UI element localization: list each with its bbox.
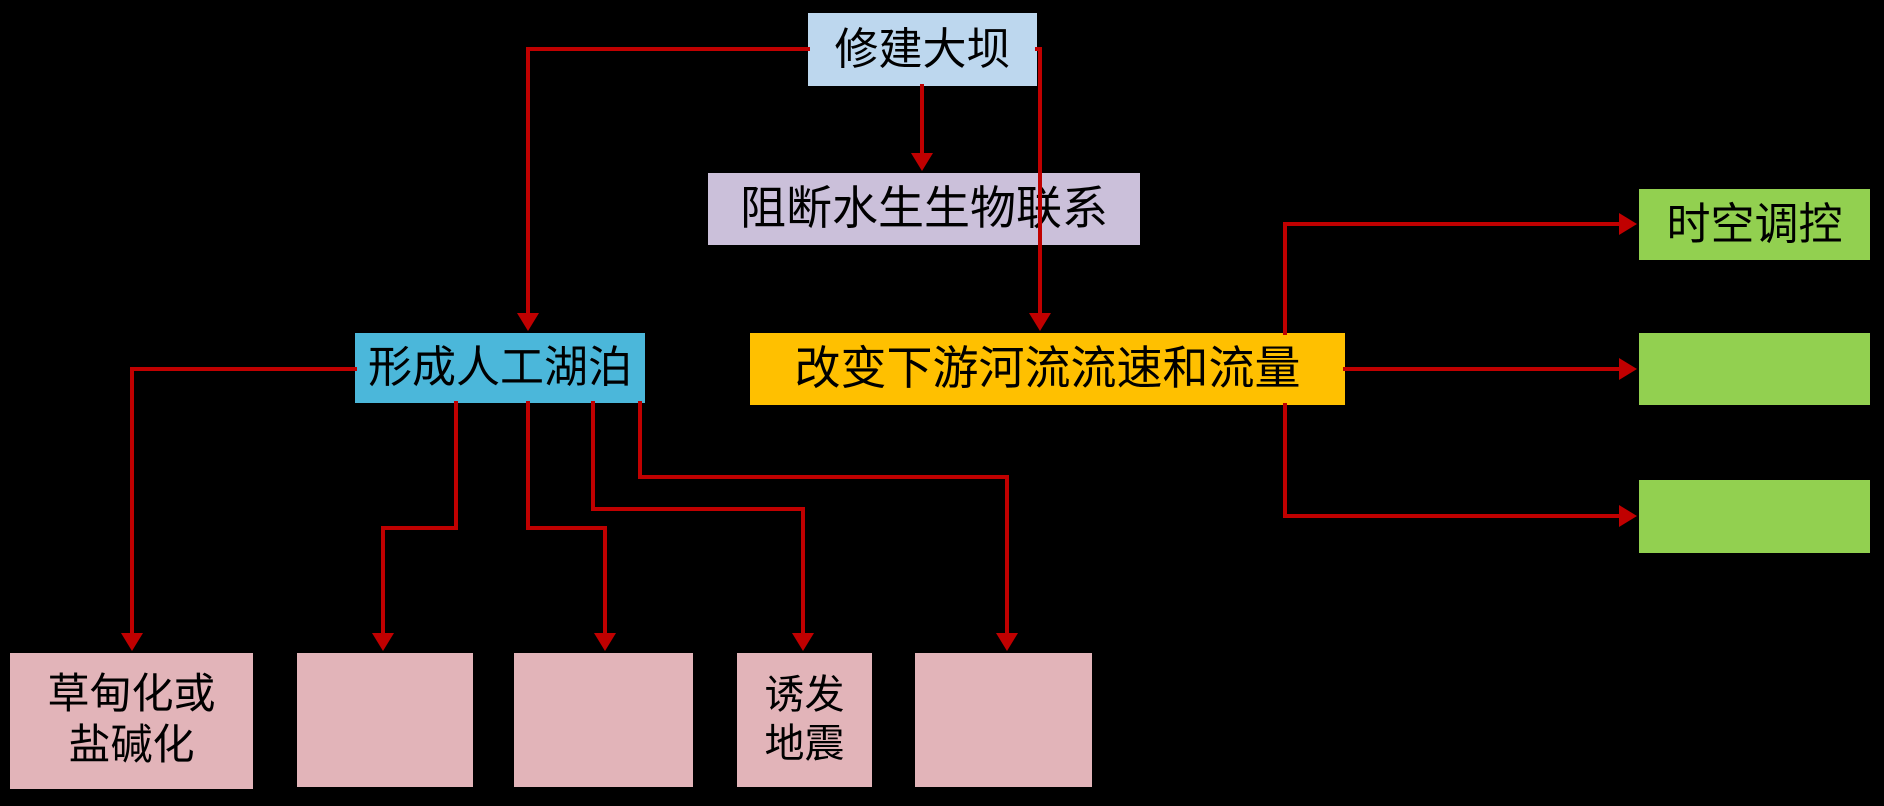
connector-segment (1283, 222, 1623, 226)
connector-segment (603, 526, 607, 637)
arrowhead-icon (792, 633, 814, 651)
node-induce-earthquake: 诱发 地震 (737, 653, 872, 787)
arrowhead-icon (1619, 505, 1637, 527)
connector-segment (591, 401, 595, 511)
connector-segment (1283, 514, 1623, 518)
connector-segment (526, 401, 530, 530)
connector-segment (130, 367, 357, 371)
connector-segment (1283, 222, 1287, 335)
connector-segment (801, 507, 805, 637)
connector-segment (130, 367, 134, 637)
node-pink-blank-5 (915, 653, 1092, 787)
node-block-aquatic-link: 阻断水生生物联系 (708, 173, 1140, 245)
arrowhead-icon (517, 313, 539, 331)
node-green-blank-2 (1639, 333, 1870, 405)
connector-segment (1038, 47, 1042, 317)
arrowhead-icon (911, 153, 933, 171)
arrowhead-icon (1619, 213, 1637, 235)
connector-segment (920, 84, 924, 157)
connector-segment (454, 401, 458, 530)
node-change-downstream-flow: 改变下游河流流速和流量 (750, 333, 1345, 405)
arrowhead-icon (121, 633, 143, 651)
arrowhead-icon (1619, 358, 1637, 380)
connector-segment (526, 526, 607, 530)
connector-segment (638, 475, 1009, 479)
arrowhead-icon (1029, 313, 1051, 331)
arrowhead-icon (996, 633, 1018, 651)
node-artificial-lake: 形成人工湖泊 (355, 333, 645, 403)
node-spatiotemporal-regulation: 时空调控 (1639, 189, 1870, 260)
connector-segment (1005, 475, 1009, 637)
connector-segment (1283, 403, 1287, 518)
node-build-dam: 修建大坝 (808, 13, 1037, 86)
connector-segment (526, 47, 810, 51)
connector-segment (381, 526, 385, 637)
node-pink-blank-2 (297, 653, 473, 787)
node-green-blank-3 (1639, 480, 1870, 553)
node-meadow-or-salinization: 草甸化或 盐碱化 (10, 653, 253, 789)
arrowhead-icon (372, 633, 394, 651)
connector-segment (638, 401, 642, 479)
connector-segment (526, 47, 530, 317)
connector-segment (1343, 367, 1623, 371)
arrowhead-icon (594, 633, 616, 651)
connector-segment (591, 507, 805, 511)
connector-segment (381, 526, 458, 530)
node-pink-blank-3 (514, 653, 693, 787)
